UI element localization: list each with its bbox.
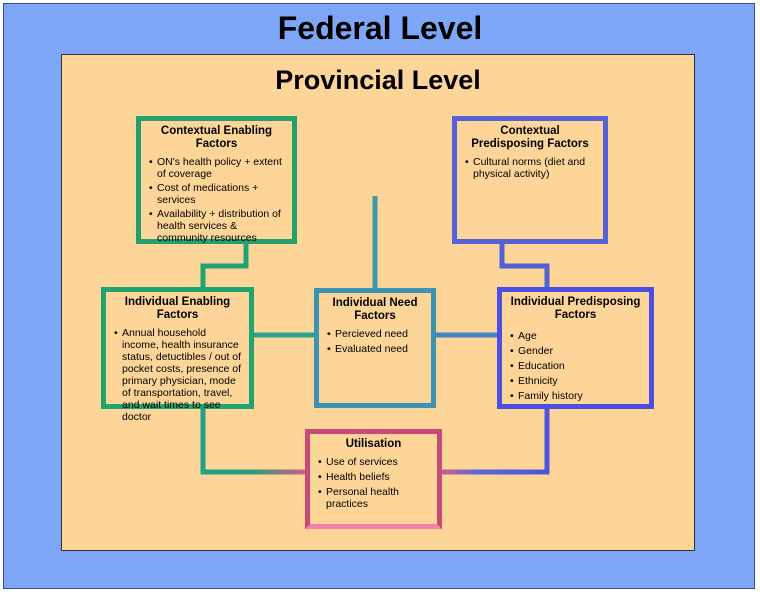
utilisation-list: Use of services Health beliefs Personal … <box>310 456 437 510</box>
contextual-enabling-factors-box: Contextual Enabling Factors ON's health … <box>136 116 297 244</box>
list-item: Education <box>510 360 643 372</box>
list-item: Ethnicity <box>510 375 643 387</box>
individual-predisposing-factors-list: Age Gender Education Ethnicity Family hi… <box>502 330 649 402</box>
list-item: Cost of medications + services <box>149 182 286 206</box>
list-item: Personal health practices <box>318 486 431 510</box>
contextual-enabling-factors-list: ON's health policy + extent of coverage … <box>141 156 292 244</box>
provincial-level-title: Provincial Level <box>275 65 481 95</box>
contextual-predisposing-factors-list: Cultural norms (diet and physical activi… <box>457 156 603 180</box>
utilisation-box: Utilisation Use of services Health belie… <box>305 429 442 529</box>
connector-left-utilisation <box>200 407 307 475</box>
contextual-predisposing-factors-title: Contextual Predisposing Factors <box>471 125 589 150</box>
list-item: Percieved need <box>327 328 425 340</box>
connector-predisposing-step <box>499 242 550 289</box>
individual-need-factors-list: Percieved need Evaluated need <box>319 328 431 355</box>
list-item: Gender <box>510 345 643 357</box>
list-item: Annual household income, health insuranc… <box>114 327 243 423</box>
list-item: Evaluated need <box>327 343 425 355</box>
contextual-enabling-factors-title: Contextual Enabling Factors <box>160 125 273 150</box>
connector-enabling-step <box>200 242 249 289</box>
individual-predisposing-factors-title: Individual Predisposing Factors <box>510 296 641 321</box>
list-item: Cultural norms (diet and physical activi… <box>465 156 597 180</box>
individual-enabling-factors-title: Individual Enabling Factors <box>124 296 231 321</box>
individual-enabling-factors-box: Individual Enabling Factors Annual house… <box>101 287 254 423</box>
utilisation-title: Utilisation <box>345 438 402 450</box>
individual-enabling-factors-list: Annual household income, health insuranc… <box>106 327 249 423</box>
individual-need-factors-title: Individual Need Factors <box>332 297 418 322</box>
list-item: Availability + distribution of health se… <box>149 208 286 244</box>
individual-need-factors-box: Individual Need Factors Percieved need E… <box>314 288 436 408</box>
list-item: Family history <box>510 390 643 402</box>
list-item: Health beliefs <box>318 471 431 483</box>
list-item: Use of services <box>318 456 431 468</box>
individual-predisposing-factors-box: Individual Predisposing Factors Age Gend… <box>497 287 654 409</box>
contextual-predisposing-factors-box: Contextual Predisposing Factors Cultural… <box>452 116 608 244</box>
connector-right-utilisation <box>440 407 550 475</box>
list-item: Age <box>510 330 643 342</box>
federal-level-title: Federal Level <box>277 10 483 46</box>
list-item: ON's health policy + extent of coverage <box>149 156 286 180</box>
